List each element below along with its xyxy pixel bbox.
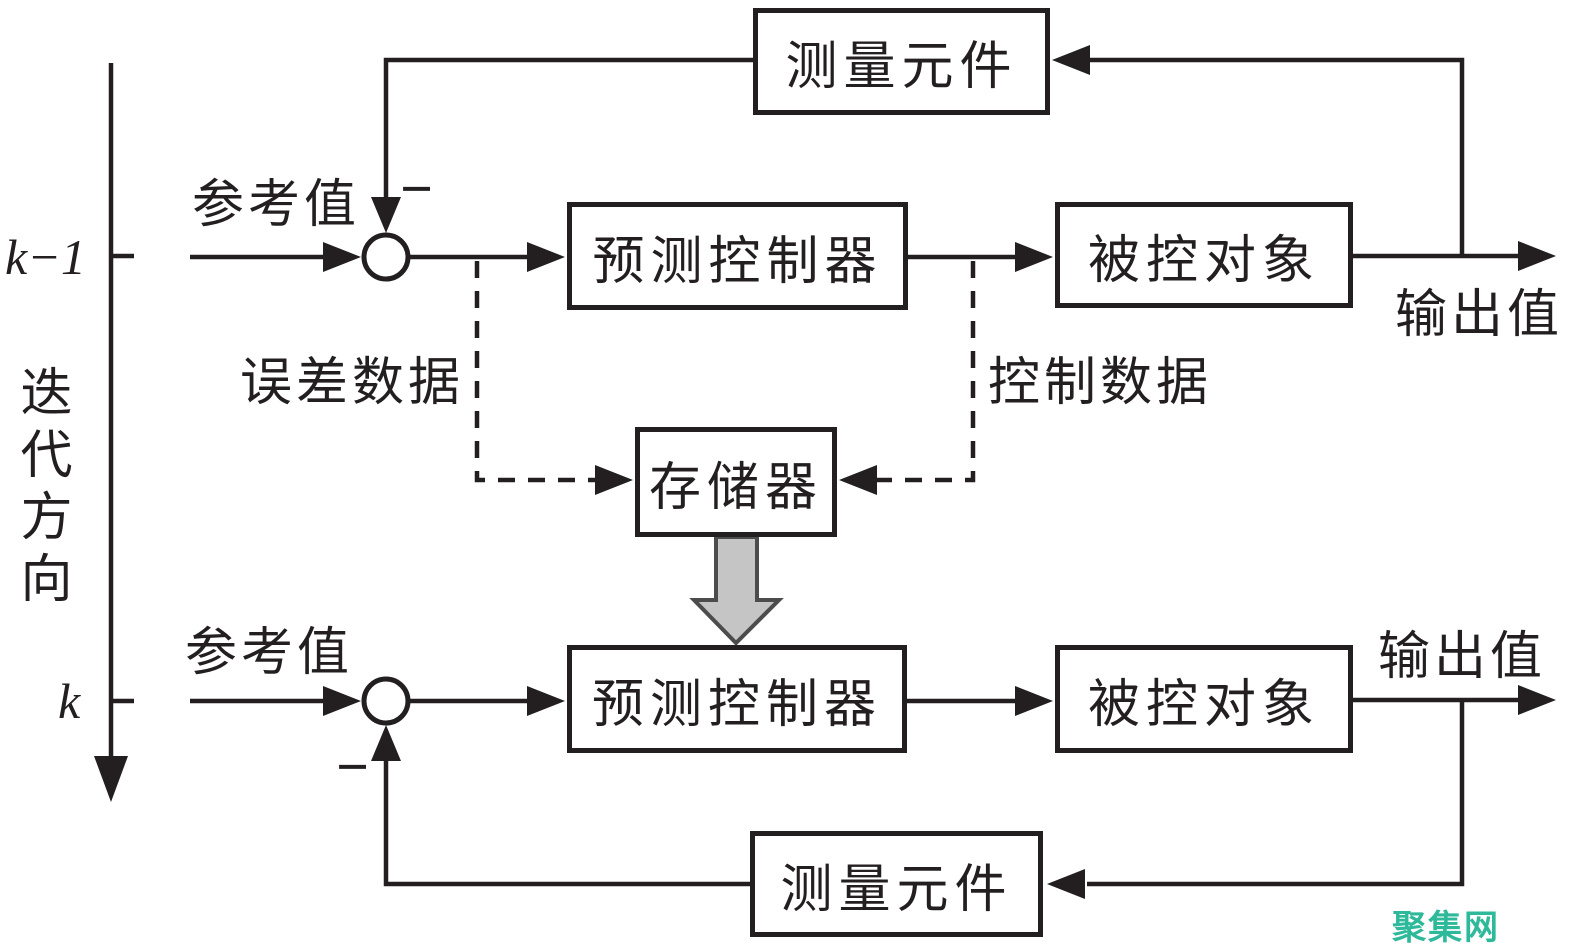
axis-label-k: k: [58, 673, 81, 729]
output-value-label-top: 输出值: [1395, 287, 1564, 344]
controller-box-top-label: 预测控制器: [592, 233, 883, 291]
sensor-box-bottom: 测量元件: [750, 831, 1043, 937]
controller-box-bottom: 预测控制器: [567, 645, 907, 753]
sensor-to-junction-line-bottom: [383, 758, 750, 887]
minus-sign-top: −: [400, 156, 434, 221]
control-data-dashed-path: [877, 261, 976, 483]
feedback-branch-bottom: [1087, 700, 1465, 887]
output-value-label-bottom: 输出值: [1378, 629, 1547, 686]
iteration-direction-label: 迭代方向: [12, 365, 69, 613]
plant-box-bottom-label: 被控对象: [1087, 676, 1320, 734]
plant-box-bottom: 被控对象: [1055, 645, 1353, 753]
control-data-arrowhead-icon: [839, 465, 877, 495]
summing-junction-bottom: [361, 676, 411, 726]
sensor-to-junction-line-top: [383, 57, 753, 200]
axis-label-k-minus-1: k−1: [5, 229, 86, 285]
error-data-dashed-path: [474, 261, 596, 483]
reference-value-label-bottom: 参考值: [185, 625, 354, 682]
controller-to-plant-arrowhead-top-icon: [1015, 242, 1053, 272]
error-data-label: 误差数据: [240, 355, 465, 412]
sensor-box-bottom-label: 测量元件: [780, 861, 1013, 919]
error-data-arrowhead-icon: [595, 465, 633, 495]
watermark-text: 聚集网: [1392, 909, 1500, 945]
control-data-label: 控制数据: [988, 355, 1213, 412]
output-arrowhead-bottom-icon: [1518, 685, 1556, 715]
controller-box-top: 预测控制器: [567, 202, 908, 310]
plant-box-top: 被控对象: [1055, 202, 1353, 308]
memory-box: 存储器: [635, 427, 837, 537]
junction-to-controller-arrowhead-top-icon: [527, 242, 565, 272]
junction-to-controller-arrowhead-bottom-icon: [527, 686, 565, 716]
controller-to-plant-arrowhead-bottom-icon: [1015, 686, 1053, 716]
feedback-into-junction-arrowhead-bottom-icon: [371, 725, 401, 761]
memory-transfer-arrow-icon: [689, 535, 784, 646]
feedback-branch-top: [1064, 57, 1465, 256]
feedback-into-sensor-arrowhead-bottom-icon: [1047, 869, 1085, 899]
iteration-axis-arrowhead-icon: [94, 756, 128, 802]
sensor-box-top-label: 测量元件: [785, 39, 1018, 96]
feedback-into-sensor-arrowhead-top-icon: [1052, 45, 1090, 75]
plant-box-top-label: 被控对象: [1087, 232, 1320, 290]
ref-input-arrowhead-top-icon: [323, 242, 361, 272]
summing-junction-top: [361, 232, 411, 282]
minus-sign-bottom: −: [336, 734, 370, 799]
controller-box-bottom-label: 预测控制器: [591, 676, 882, 734]
reference-value-label-top: 参考值: [192, 177, 361, 234]
output-arrowhead-top-icon: [1518, 241, 1556, 271]
sensor-box-top: 测量元件: [753, 8, 1050, 115]
memory-box-label: 存储器: [648, 459, 823, 517]
ref-input-arrowhead-bottom-icon: [323, 686, 361, 716]
feedback-into-junction-arrowhead-top-icon: [371, 197, 401, 233]
